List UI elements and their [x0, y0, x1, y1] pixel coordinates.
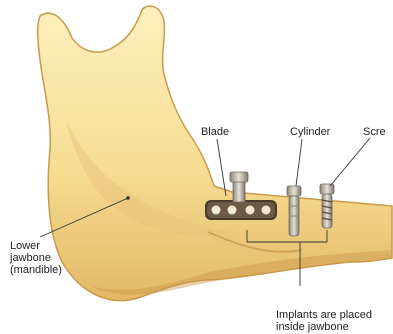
- leader-cylinder: [296, 139, 302, 186]
- label-cylinder: Cylinder: [290, 126, 330, 138]
- label-screw: Scre: [363, 126, 386, 138]
- screw-implant: [320, 184, 334, 228]
- label-blade: Blade: [201, 126, 229, 138]
- label-lower-jawbone: Lower jawbone (mandible): [10, 240, 62, 276]
- leader-dot: [126, 196, 130, 200]
- leader-screw: [330, 138, 370, 186]
- label-implants-note: Implants are placed inside jawbone: [276, 309, 372, 333]
- cylinder-implant: [287, 186, 301, 236]
